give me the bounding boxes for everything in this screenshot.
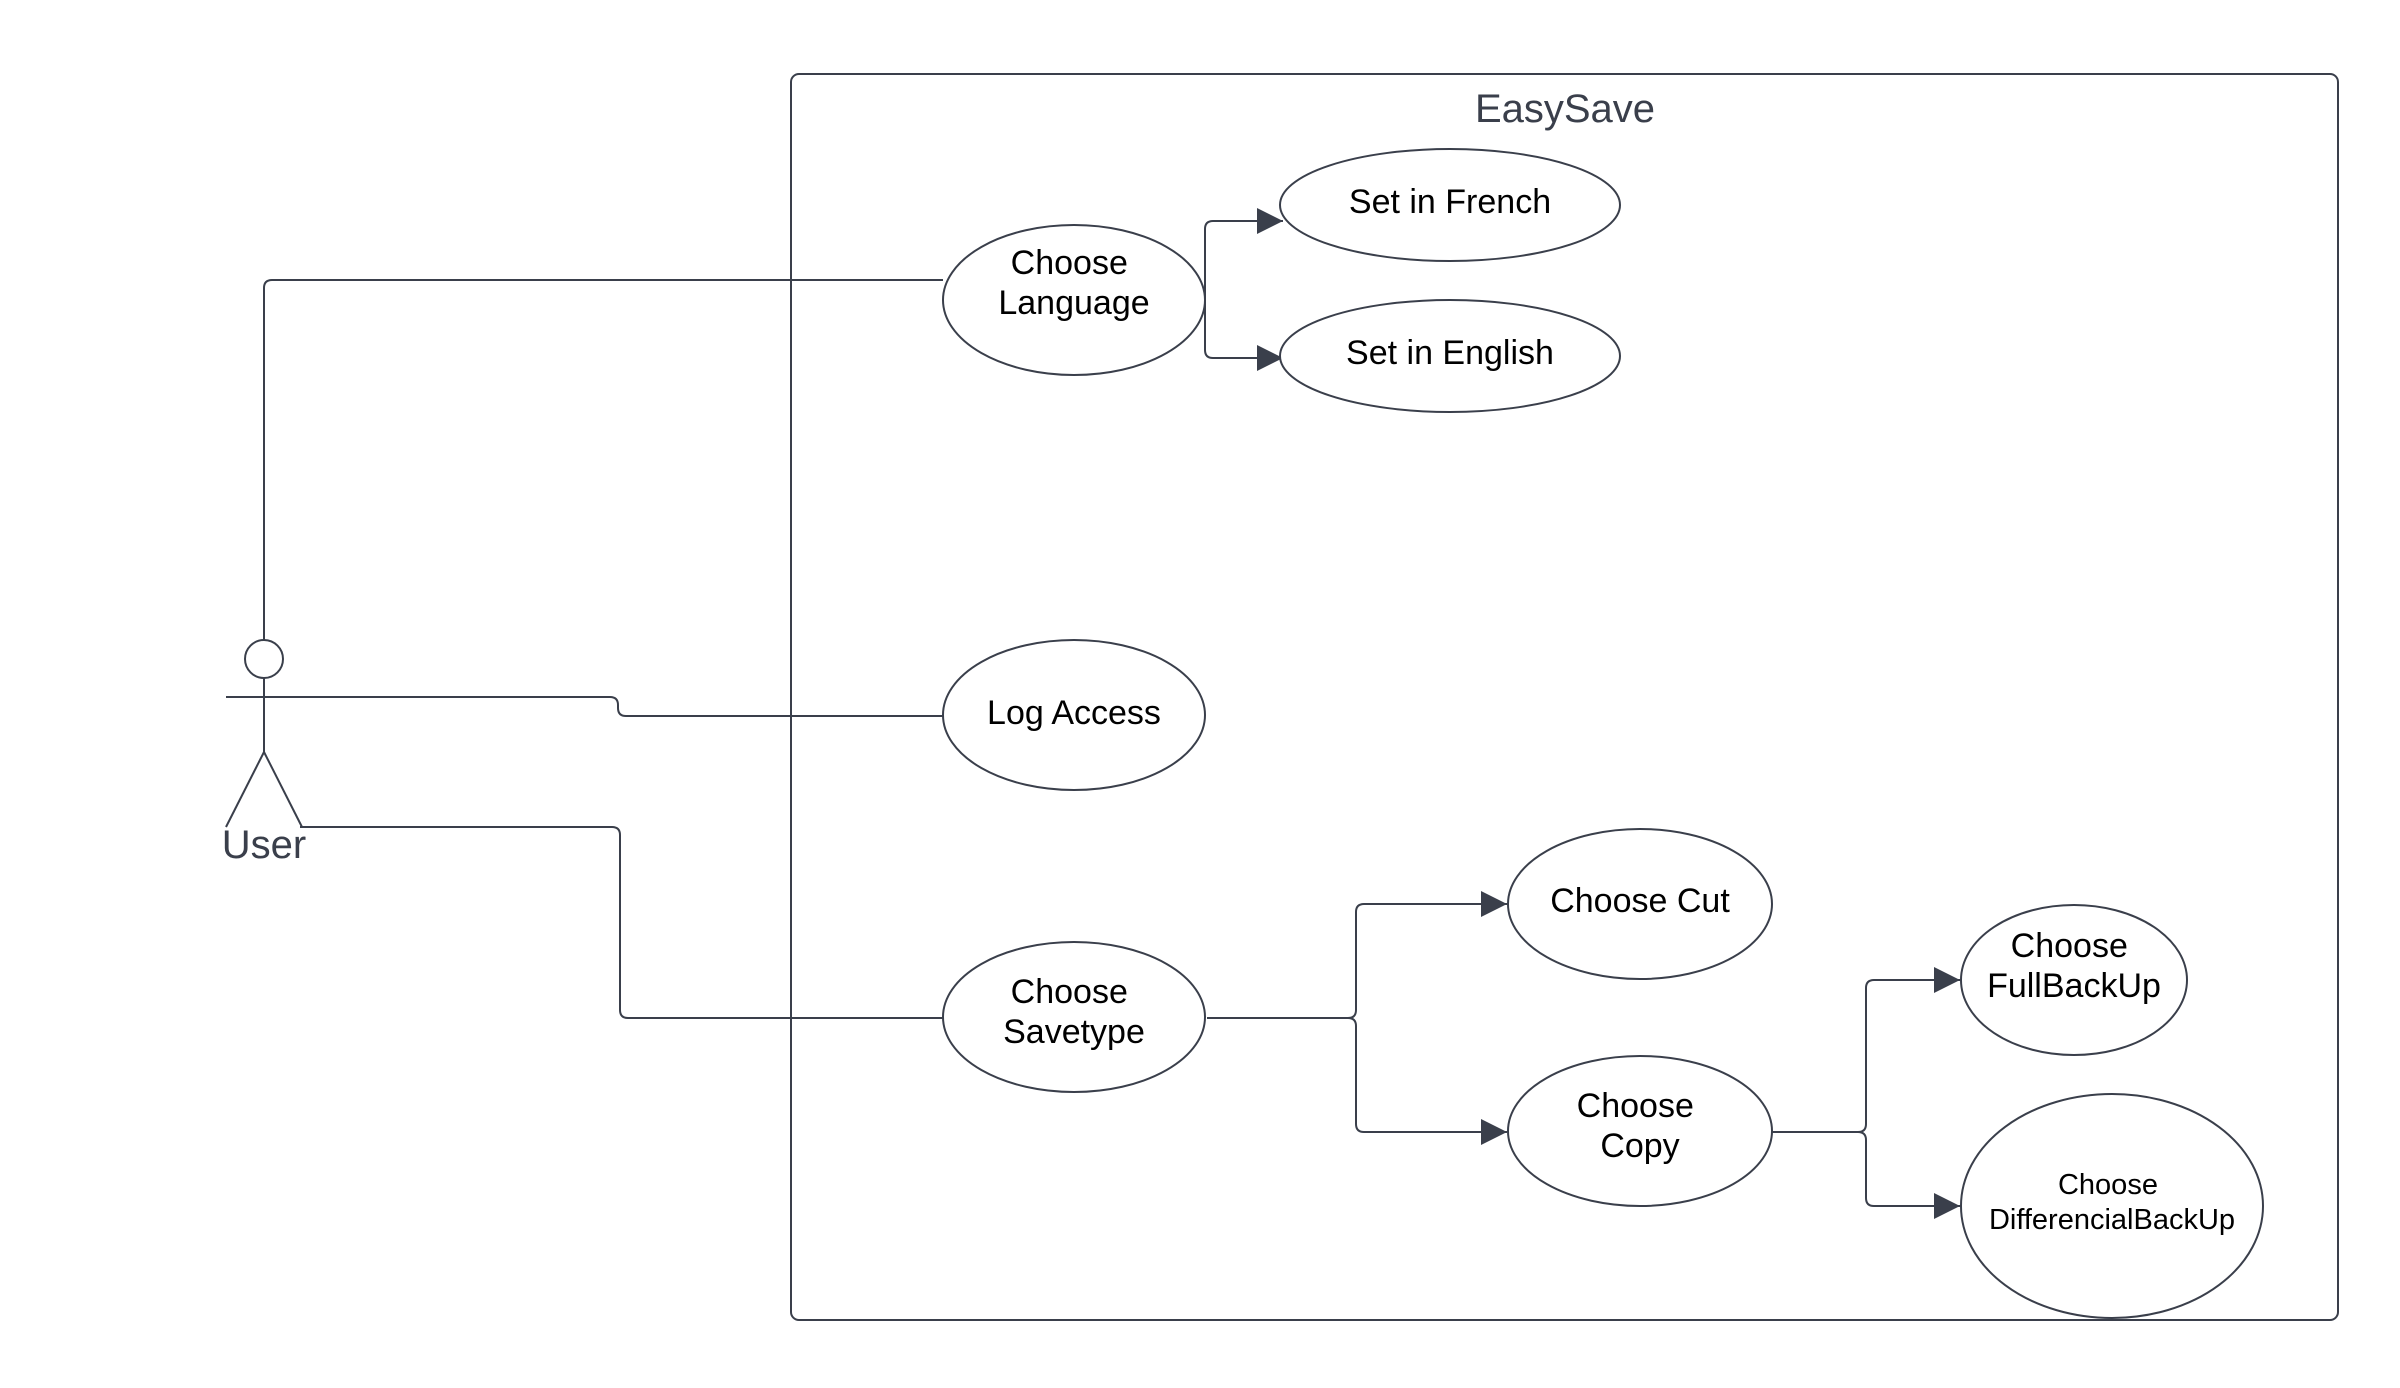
use-case-label: Choose FullBackUp xyxy=(1987,927,2161,1005)
connector-language-french xyxy=(1204,208,1283,300)
use-case-label: Choose Savetype xyxy=(1003,973,1145,1051)
connector-copy-full xyxy=(1772,967,1960,1133)
use-case-label-line: Log Access xyxy=(987,694,1161,732)
use-case-label-line: Choose Cut xyxy=(1550,882,1730,920)
use-case-label-line: Choose xyxy=(1011,244,1128,282)
use-case-choose-savetype: Choose Savetype xyxy=(942,941,1206,1093)
connector-copy-diff xyxy=(1857,1131,1960,1219)
connectors xyxy=(226,208,1960,1219)
use-case-label: Choose DifferencialBackUp xyxy=(1989,1169,2235,1236)
use-case-label-line: Savetype xyxy=(1003,1013,1145,1051)
actor-user xyxy=(225,639,303,828)
use-case-label-line: Choose xyxy=(1011,973,1128,1011)
use-case-label: Choose Language xyxy=(998,244,1149,322)
use-case-choose-fullbackup: Choose FullBackUp xyxy=(1960,904,2188,1056)
connector-user-log-access xyxy=(226,696,943,717)
use-case-label-line: FullBackUp xyxy=(1987,967,2161,1005)
use-case-choose-copy: Choose Copy xyxy=(1507,1055,1773,1207)
connector-user-language xyxy=(263,279,943,640)
use-case-label-line: Set in French xyxy=(1349,183,1551,221)
use-case-label: Log Access xyxy=(987,694,1161,732)
use-case-label-line: Copy xyxy=(1600,1127,1679,1165)
use-case-set-in-french: Set in French xyxy=(1279,148,1621,262)
use-case-ellipse xyxy=(1960,1093,2264,1319)
use-case-label: Set in English xyxy=(1346,334,1554,372)
use-case-label: Choose Copy xyxy=(1577,1087,1704,1165)
actor-label: User xyxy=(222,823,306,867)
system-boundary: EasySave xyxy=(790,73,2339,1321)
use-case-choose-cut: Choose Cut xyxy=(1507,828,1773,980)
use-case-label: Set in French xyxy=(1349,183,1551,221)
use-case-label-line: Set in English xyxy=(1346,334,1554,372)
use-case-label-line: Choose xyxy=(1577,1087,1694,1125)
use-case-label-line: DifferencialBackUp xyxy=(1989,1204,2235,1236)
use-case-label-line: Language xyxy=(998,284,1149,322)
use-case-ellipse xyxy=(1507,828,1773,980)
use-case-ellipse xyxy=(1279,299,1621,413)
connector-savetype-copy xyxy=(1347,1017,1507,1145)
system-boundary-box xyxy=(790,73,2339,1321)
use-case-label: Choose Cut xyxy=(1550,882,1730,920)
use-case-ellipse xyxy=(1960,904,2188,1056)
actor-right-leg xyxy=(263,751,303,828)
use-case-ellipse xyxy=(942,639,1206,791)
connector-savetype-cut xyxy=(1207,891,1507,1019)
use-case-set-in-english: Set in English xyxy=(1279,299,1621,413)
use-case-choose-differencialbackup: Choose DifferencialBackUp xyxy=(1960,1093,2264,1319)
use-case-label-line: Choose xyxy=(2058,1169,2158,1201)
use-case-choose-language: Choose Language xyxy=(942,224,1206,376)
actor-head xyxy=(244,639,284,679)
use-case-label-line: Choose xyxy=(2011,927,2128,965)
use-case-ellipse xyxy=(1507,1055,1773,1207)
use-case-ellipse xyxy=(1279,148,1621,262)
use-case-ellipse xyxy=(942,941,1206,1093)
connector-user-savetype xyxy=(300,826,943,1019)
actor-left-leg xyxy=(225,751,265,828)
use-case-ellipse xyxy=(942,224,1206,376)
use-case-log-access: Log Access xyxy=(942,639,1206,791)
system-title: EasySave xyxy=(1475,87,1655,131)
connector-language-english xyxy=(1204,300,1283,371)
